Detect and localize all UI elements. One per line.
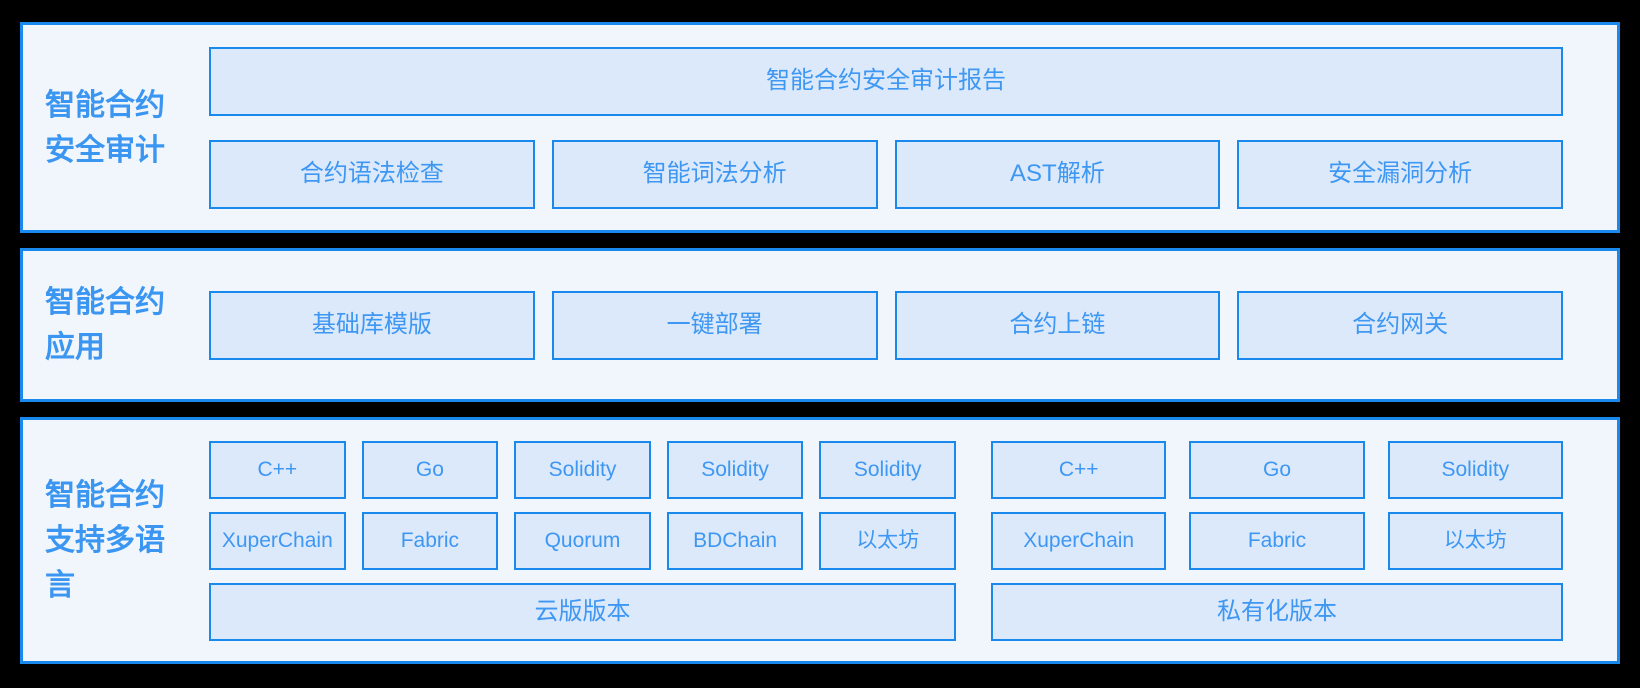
- box-contract-syntax-check: 合约语法检查: [209, 139, 535, 209]
- group-private-version: C++ Go Solidity XuperChain Fabric 以太坊 私有…: [991, 440, 1563, 641]
- lang-box-solidity-1: Solidity: [514, 440, 651, 499]
- section-security-audit-label: 智能合约安全审计: [45, 83, 209, 173]
- section-application-content: 基础库模版 一键部署 合约上链 合约网关: [209, 290, 1563, 360]
- version-box-private: 私有化版本: [991, 582, 1563, 641]
- box-audit-report: 智能合约安全审计报告: [209, 46, 1563, 116]
- section-application-label: 智能合约应用: [45, 280, 209, 370]
- lang-box-go: Go: [361, 440, 499, 499]
- box-one-click-deploy: 一键部署: [551, 290, 878, 360]
- group-cloud-version: C++ Go Solidity Solidity Solidity XuperC…: [209, 440, 956, 641]
- platform-box-ethereum: 以太坊: [819, 511, 956, 570]
- box-contract-on-chain: 合约上链: [894, 290, 1221, 360]
- lang-box-cpp: C++: [991, 440, 1167, 499]
- section-application: 智能合约应用 基础库模版 一键部署 合约上链 合约网关: [20, 248, 1620, 402]
- section-security-audit: 智能合约安全审计 智能合约安全审计报告 合约语法检查 智能词法分析 AST解析 …: [20, 22, 1620, 233]
- lang-box-cpp: C++: [209, 440, 346, 499]
- platform-box-xuperchain: XuperChain: [209, 511, 346, 570]
- section-security-audit-content: 智能合约安全审计报告 合约语法检查 智能词法分析 AST解析 安全漏洞分析: [209, 46, 1563, 209]
- box-vulnerability-analysis: 安全漏洞分析: [1237, 139, 1563, 209]
- platform-box-fabric: Fabric: [1189, 511, 1365, 570]
- section-multi-language-label: 智能合约支持多语言: [45, 473, 209, 608]
- section-label-text: 智能合约安全审计: [45, 88, 165, 167]
- audit-steps-row: 合约语法检查 智能词法分析 AST解析 安全漏洞分析: [209, 139, 1563, 209]
- lang-box-solidity-3: Solidity: [819, 440, 956, 499]
- section-label-text: 智能合约应用: [45, 286, 165, 364]
- platform-box-bdchain: BDChain: [666, 511, 804, 570]
- version-box-cloud: 云版版本: [209, 582, 956, 641]
- platform-box-xuperchain: XuperChain: [991, 511, 1167, 570]
- platform-box-ethereum: 以太坊: [1387, 511, 1563, 570]
- box-lexical-analysis: 智能词法分析: [551, 139, 878, 209]
- lang-box-solidity-2: Solidity: [666, 440, 804, 499]
- box-base-library-template: 基础库模版: [209, 290, 535, 360]
- platform-box-fabric: Fabric: [361, 511, 499, 570]
- box-ast-parsing: AST解析: [894, 139, 1221, 209]
- lang-box-solidity: Solidity: [1387, 440, 1563, 499]
- lang-box-go: Go: [1189, 440, 1365, 499]
- section-multi-language: 智能合约支持多语言 C++ Go Solidity Solidity Solid…: [20, 417, 1620, 664]
- section-multi-language-content: C++ Go Solidity Solidity Solidity XuperC…: [209, 440, 1563, 641]
- box-contract-gateway: 合约网关: [1237, 290, 1563, 360]
- platform-box-quorum: Quorum: [514, 511, 651, 570]
- section-label-text: 智能合约支持多语言: [45, 479, 165, 602]
